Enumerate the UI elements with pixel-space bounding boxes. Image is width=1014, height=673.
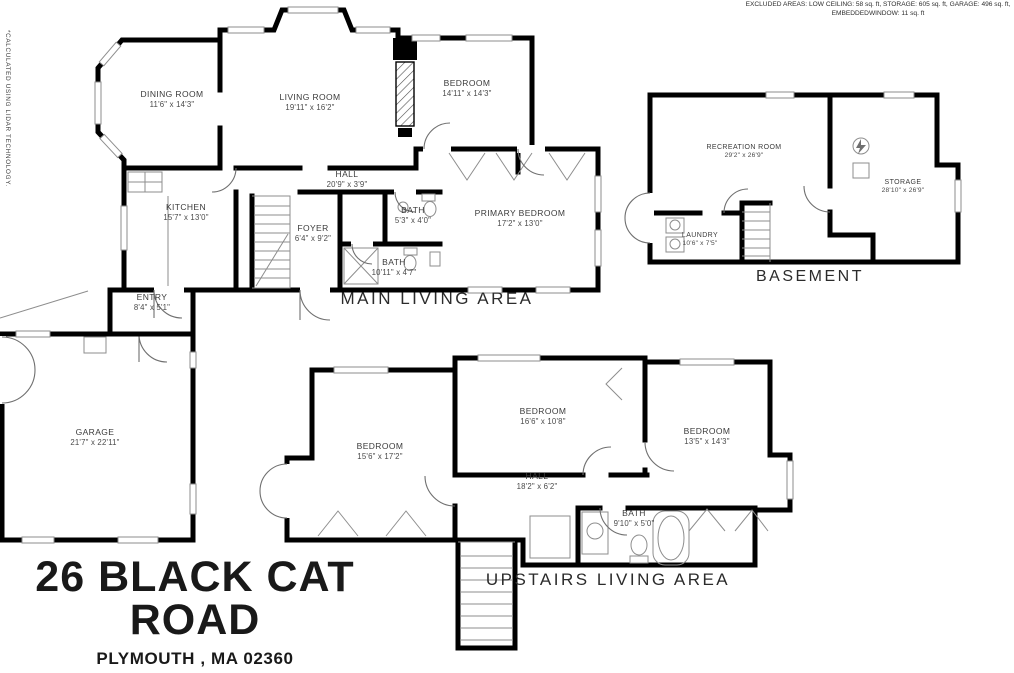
room-dims: 16'6" x 10'8" bbox=[520, 417, 566, 427]
room-label-foyer: FOYER 6'4" x 9'2" bbox=[295, 223, 331, 245]
room-label-entry: ENTRY 8'4" x 5'1" bbox=[134, 292, 170, 314]
garage-walls bbox=[0, 290, 197, 544]
room-label-bedroom-up-right: BEDROOM 13'5" x 14'3" bbox=[684, 426, 731, 448]
excluded-areas-note: EXCLUDED AREAS: LOW CEILING: 58 sq. ft, … bbox=[742, 1, 1014, 19]
room-dims: 8'4" x 5'1" bbox=[133, 303, 171, 313]
room-name: HALL bbox=[525, 471, 549, 482]
room-name: LAUNDRY bbox=[681, 231, 719, 239]
room-name: GARAGE bbox=[75, 427, 115, 438]
room-label-laundry: LAUNDRY 10'6" x 7'5" bbox=[682, 231, 718, 249]
room-dims: 9'10" x 5'0" bbox=[613, 519, 655, 529]
room-dims: 15'6" x 17'2" bbox=[357, 452, 403, 462]
address-city: PLYMOUTH , MA 02360 bbox=[96, 649, 294, 668]
room-dims: 14'11" x 14'3" bbox=[442, 89, 492, 99]
room-name: ENTRY bbox=[136, 292, 168, 303]
excluded-areas-line1: EXCLUDED AREAS: LOW CEILING: 58 sq. ft, … bbox=[745, 1, 1011, 8]
room-label-kitchen: KITCHEN 15'7" x 13'0" bbox=[163, 202, 208, 224]
address-line1: 26 BLACK CAT bbox=[35, 553, 355, 601]
lidar-note: *CALCULATED USING LIDAR TECHNOLOGY. bbox=[4, 30, 11, 187]
room-dims: 13'5" x 14'3" bbox=[684, 437, 730, 447]
room-label-hall-main: HALL 20'9" x 3'9" bbox=[327, 169, 368, 191]
main-living-walls bbox=[94, 6, 602, 363]
room-name: FOYER bbox=[297, 223, 329, 234]
room-name: LIVING ROOM bbox=[279, 92, 341, 103]
room-label-living-room: LIVING ROOM 19'11" x 16'2" bbox=[279, 92, 340, 114]
room-label-storage: STORAGE 28'10" x 26'9" bbox=[882, 178, 925, 196]
room-name: BEDROOM bbox=[443, 78, 491, 89]
room-label-bath-small: BATH 5'3" x 4'0" bbox=[395, 205, 431, 227]
room-label-garage: GARAGE 21'7" x 22'11" bbox=[70, 427, 119, 449]
room-dims: 28'10" x 26'9" bbox=[881, 187, 925, 195]
room-dims: 29'2" x 26'9" bbox=[724, 152, 764, 160]
room-dims: 10'11" x 4'7" bbox=[371, 268, 417, 278]
room-name: KITCHEN bbox=[165, 202, 207, 213]
room-label-bedroom-up-left: BEDROOM 15'6" x 17'2" bbox=[357, 441, 404, 463]
room-label-recreation-room: RECREATION ROOM 29'2" x 26'9" bbox=[706, 143, 781, 161]
room-dims: 17'2" x 13'0" bbox=[497, 219, 543, 229]
room-dims: 11'6" x 14'3" bbox=[149, 100, 195, 110]
room-name: BEDROOM bbox=[519, 406, 567, 417]
basement-walls bbox=[624, 91, 962, 265]
room-label-dining-room: DINING ROOM 11'6" x 14'3" bbox=[141, 89, 204, 111]
room-name: BATH bbox=[401, 205, 425, 216]
room-label-bedroom-main: BEDROOM 14'11" x 14'3" bbox=[442, 78, 491, 100]
room-label-primary-bedroom: PRIMARY BEDROOM 17'2" x 13'0" bbox=[475, 208, 566, 230]
address-line2: ROAD bbox=[129, 596, 261, 644]
room-name: BATH bbox=[622, 508, 646, 519]
room-dims: 10'6" x 7'5" bbox=[682, 240, 718, 248]
room-dims: 15'7" x 13'0" bbox=[163, 213, 209, 223]
upstairs-walls bbox=[259, 354, 794, 651]
room-name: HALL bbox=[335, 169, 359, 180]
section-label-basement: BASEMENT bbox=[755, 268, 865, 285]
excluded-areas-line2: EMBEDDEDWINDOW: 11 sq. ft bbox=[831, 9, 925, 17]
room-label-bath-main: BATH 10'11" x 4'7" bbox=[372, 257, 417, 279]
room-label-bedroom-up-mid: BEDROOM 16'6" x 10'8" bbox=[520, 406, 567, 428]
room-dims: 20'9" x 3'9" bbox=[326, 180, 368, 190]
address-title: 26 BLACK CAT ROAD PLYMOUTH , MA 02360 bbox=[28, 556, 362, 669]
room-name: DINING ROOM bbox=[140, 89, 204, 100]
room-dims: 19'11" x 16'2" bbox=[285, 103, 335, 113]
room-dims: 5'3" x 4'0" bbox=[394, 216, 432, 226]
section-label-upstairs: UPSTAIRS LIVING AREA bbox=[485, 570, 731, 589]
room-dims: 6'4" x 9'2" bbox=[294, 234, 332, 244]
room-label-bath-up: BATH 9'10" x 5'0" bbox=[614, 508, 655, 530]
room-name: PRIMARY BEDROOM bbox=[474, 208, 566, 219]
room-name: BEDROOM bbox=[683, 426, 731, 437]
room-name: RECREATION ROOM bbox=[706, 143, 782, 151]
room-name: BEDROOM bbox=[356, 441, 404, 452]
room-name: BATH bbox=[382, 257, 406, 268]
room-label-hall-up: HALL 18'2" x 6'2" bbox=[517, 471, 558, 493]
room-dims: 18'2" x 6'2" bbox=[516, 482, 558, 492]
room-dims: 21'7" x 22'11" bbox=[70, 438, 120, 448]
section-label-main-living: MAIN LIVING AREA bbox=[340, 289, 534, 308]
room-name: STORAGE bbox=[884, 178, 922, 186]
